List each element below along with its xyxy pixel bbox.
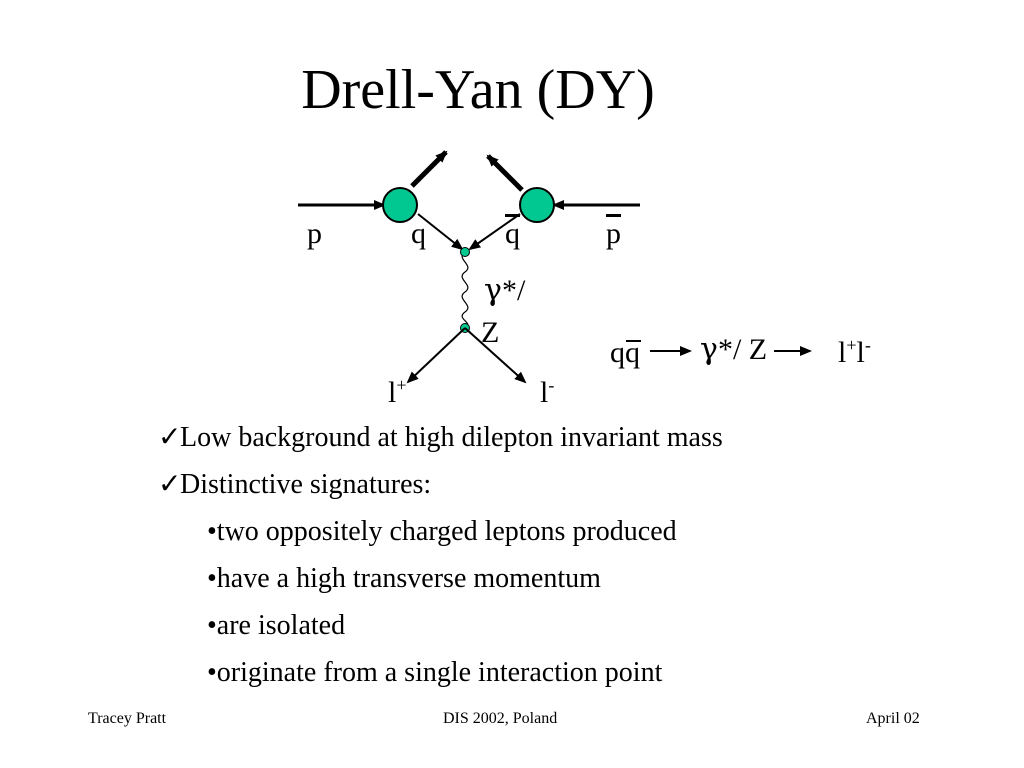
lepton-plus-label: l+ bbox=[388, 375, 407, 409]
sub-bullet-item: •have a high transverse momentum bbox=[207, 563, 601, 594]
footer-author: Tracey Pratt bbox=[88, 710, 167, 727]
footer-conference: DIS 2002, Poland bbox=[443, 710, 558, 727]
lepton-minus-label: l- bbox=[540, 375, 555, 409]
sub-bullet-item: •originate from a single interaction poi… bbox=[207, 657, 663, 688]
boson-z-label: Z bbox=[481, 316, 500, 349]
label-qbar: q bbox=[505, 217, 520, 250]
process-boson: γ*/ Z bbox=[700, 332, 768, 367]
process-final: l+l- bbox=[838, 335, 871, 369]
spectator-arrow-left bbox=[410, 150, 448, 188]
antiproton-blob bbox=[519, 187, 555, 223]
antiquark-line bbox=[468, 213, 521, 251]
boson-label: γ*/ bbox=[484, 273, 526, 308]
sub-bullet-item: •are isolated bbox=[207, 610, 346, 641]
gamma-symbol: γ bbox=[700, 332, 718, 367]
label-pbar: p bbox=[606, 217, 621, 250]
sub-bullet-item: •two oppositely charged leptons produced bbox=[207, 516, 677, 547]
spectator-arrow-right bbox=[486, 154, 524, 192]
boson-propagator bbox=[461, 251, 469, 329]
check-icon: ✓ bbox=[158, 422, 182, 453]
lepton-minus-line bbox=[464, 327, 527, 384]
label-q: q bbox=[411, 217, 426, 250]
slide-title: Drell-Yan (DY) bbox=[301, 59, 655, 121]
upper-vertex bbox=[460, 247, 470, 257]
bullet-item: ✓Distinctive signatures: bbox=[158, 469, 432, 500]
label-p: p bbox=[307, 217, 322, 250]
antiquark-bar bbox=[626, 340, 641, 342]
quark-line bbox=[417, 213, 464, 251]
proton-blob bbox=[382, 187, 418, 223]
check-icon: ✓ bbox=[158, 469, 182, 500]
lepton-plus-line bbox=[406, 327, 466, 384]
bullet-item: ✓Low background at high dilepton invaria… bbox=[158, 422, 723, 453]
footer-date: April 02 bbox=[866, 710, 920, 727]
gamma-symbol: γ bbox=[484, 273, 502, 308]
